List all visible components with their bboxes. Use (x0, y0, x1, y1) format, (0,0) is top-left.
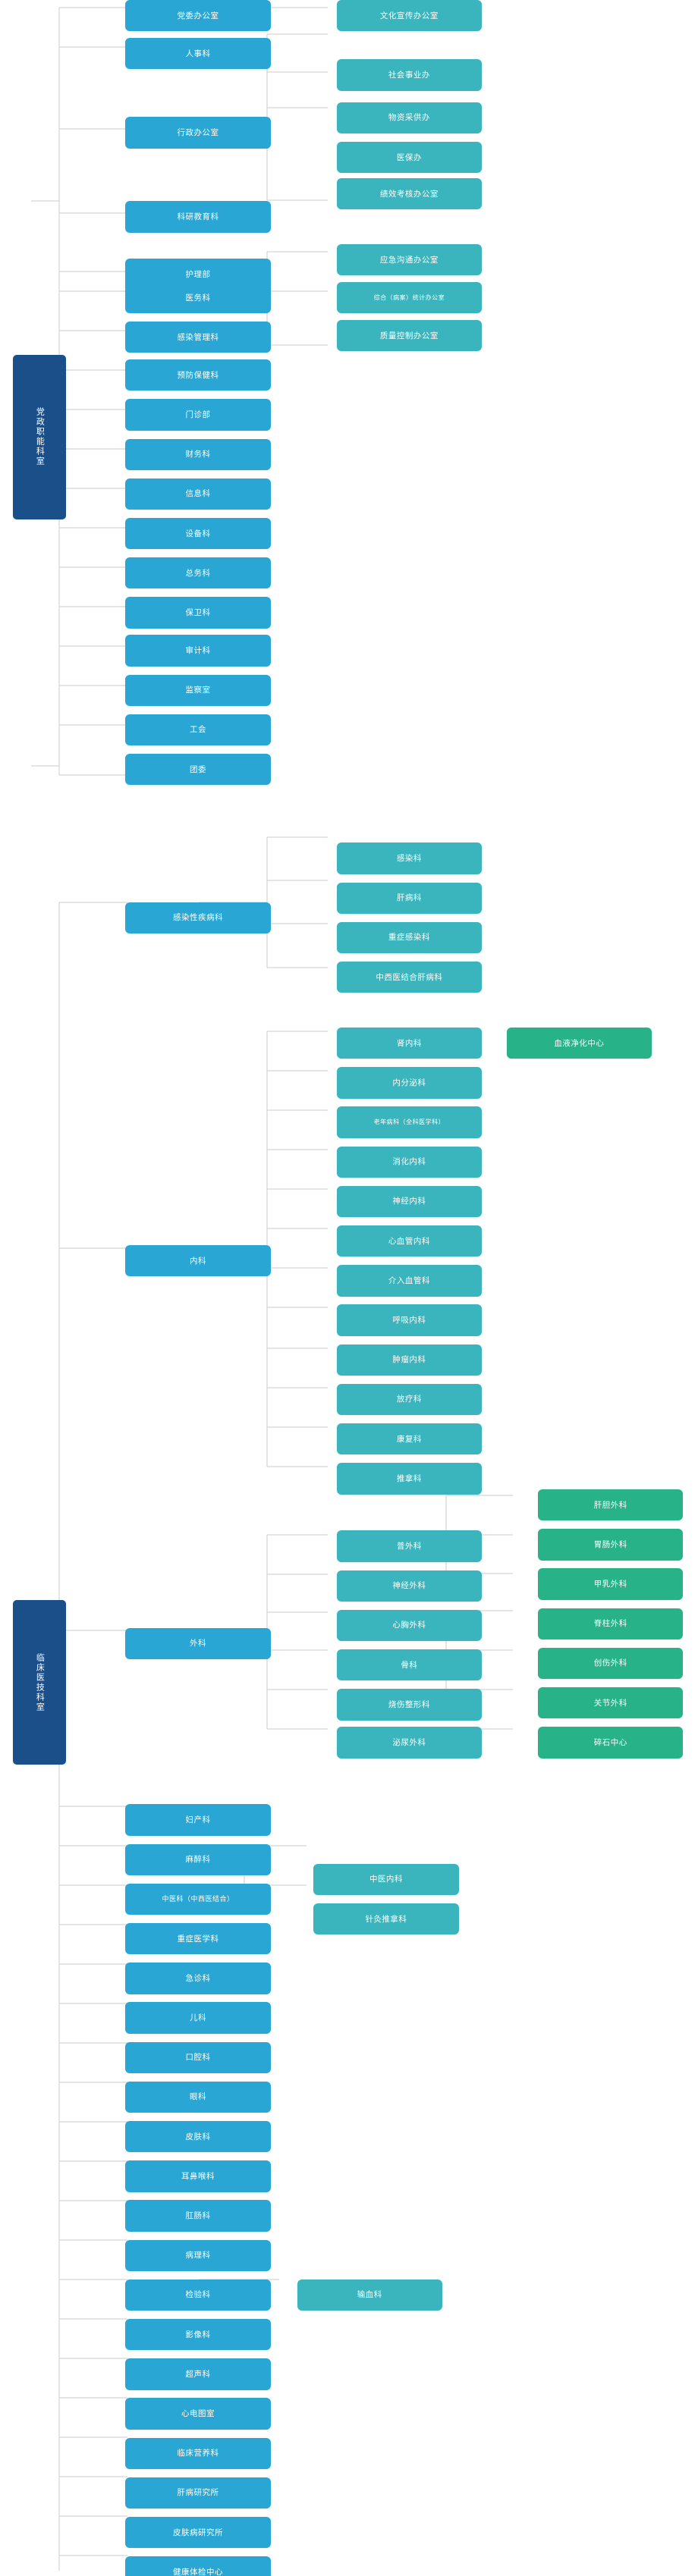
node-medical-insurance[interactable]: 医保办 (336, 142, 483, 174)
node-information[interactable]: 信息科 (125, 478, 271, 510)
node-hr[interactable]: 人事科 (125, 38, 271, 70)
node-emergency[interactable]: 急诊科 (125, 1963, 271, 1994)
node-respiratory[interactable]: 呼吸内科 (336, 1304, 483, 1336)
node-supervision[interactable]: 监察室 (125, 674, 271, 706)
node-gastrointestinal[interactable]: 胃肠外科 (538, 1529, 684, 1561)
root-party-admin[interactable]: 党委办公室 (125, 0, 271, 32)
node-neurology[interactable]: 神经内科 (336, 1185, 483, 1218)
node-pathology[interactable]: 病理科 (125, 2239, 271, 2271)
node-blood-purification[interactable]: 血液净化中心 (506, 1028, 652, 1059)
node-internal-medicine[interactable]: 内科 (125, 1245, 271, 1277)
node-liver-disease[interactable]: 肝病科 (336, 882, 483, 914)
node-dermatology[interactable]: 皮肤科 (125, 2121, 271, 2153)
node-imaging[interactable]: 影像科 (125, 2319, 271, 2351)
node-orthopedics[interactable]: 骨科 (336, 1649, 483, 1681)
node-obgyn[interactable]: 妇产科 (125, 1804, 271, 1836)
node-derm-institute[interactable]: 皮肤病研究所 (125, 2517, 271, 2549)
node-pediatrics[interactable]: 儿科 (125, 2002, 271, 2034)
node-ultrasound[interactable]: 超声科 (125, 2358, 271, 2390)
node-infection-mgmt[interactable]: 感染管理科 (125, 322, 271, 353)
root-node-1[interactable]: 党政职能科室 (13, 354, 66, 520)
node-tcm-liver[interactable]: 中西医结合肝病科 (336, 962, 483, 993)
node-youth-league[interactable]: 团委 (125, 753, 271, 786)
node-general-surgery[interactable]: 普外科 (336, 1530, 483, 1562)
node-liver-institute[interactable]: 肝病研究所 (125, 2477, 271, 2509)
node-equipment[interactable]: 设备科 (125, 517, 271, 550)
node-joint-surgery[interactable]: 关节外科 (538, 1687, 684, 1719)
node-admin-office[interactable]: 行政办公室 (125, 117, 271, 149)
node-hepatobiliary[interactable]: 肝胆外科 (538, 1489, 684, 1521)
node-lithotripsy[interactable]: 碎石中心 (538, 1727, 684, 1759)
node-quality-control[interactable]: 质量控制办公室 (336, 319, 483, 352)
node-anesthesiology[interactable]: 麻醉科 (125, 1843, 271, 1875)
node-ent[interactable]: 耳鼻喉科 (125, 2160, 271, 2192)
node-neurosurgery[interactable]: 神经外科 (336, 1570, 483, 1602)
node-union[interactable]: 工会 (125, 714, 271, 746)
node-urology[interactable]: 泌尿外科 (336, 1727, 483, 1759)
node-clinical-nutrition[interactable]: 临床营养科 (125, 2437, 271, 2469)
node-cardiology[interactable]: 心血管内科 (336, 1225, 483, 1257)
node-research-education[interactable]: 科研教育科 (125, 201, 271, 233)
node-interventional[interactable]: 介入血管科 (336, 1265, 483, 1297)
node-outpatient[interactable]: 门诊部 (125, 399, 271, 431)
node-critical-care[interactable]: 重症医学科 (125, 1923, 271, 1955)
node-procurement[interactable]: 物资采供办 (336, 102, 483, 134)
node-health-checkup[interactable]: 健康体检中心 (125, 2556, 271, 2576)
node-emergency-comm[interactable]: 应急沟通办公室 (336, 243, 483, 276)
node-finance[interactable]: 财务科 (125, 438, 271, 470)
node-infection-dept[interactable]: 感染科 (336, 842, 483, 874)
node-ecg-room[interactable]: 心电图室 (125, 2398, 271, 2430)
node-burn-plastic[interactable]: 烧伤整形科 (336, 1689, 483, 1721)
node-radiotherapy[interactable]: 放疗科 (336, 1383, 483, 1416)
node-prevention[interactable]: 预防保健科 (125, 359, 271, 391)
node-laboratory[interactable]: 检验科 (125, 2279, 271, 2311)
node-general-affairs[interactable]: 总务科 (125, 557, 271, 589)
node-statistics[interactable]: 综合（病案）统计办公室 (336, 281, 483, 314)
node-culture-office[interactable]: 文化宣传办公室 (336, 0, 483, 32)
root-node-2[interactable]: 临床医技科室 (13, 1599, 66, 1765)
node-nephrology[interactable]: 肾内科 (336, 1028, 483, 1059)
node-social-affairs[interactable]: 社会事业办 (336, 59, 483, 91)
node-endocrinology[interactable]: 内分泌科 (336, 1067, 483, 1099)
node-trauma-surgery[interactable]: 创伤外科 (538, 1647, 684, 1680)
node-proctology[interactable]: 肛肠科 (125, 2200, 271, 2232)
node-acupuncture[interactable]: 针灸推拿科 (313, 1903, 459, 1935)
node-gastroenterology[interactable]: 消化内科 (336, 1146, 483, 1178)
node-audit[interactable]: 审计科 (125, 635, 271, 667)
node-tuina[interactable]: 推拿科 (336, 1463, 483, 1495)
node-geriatrics[interactable]: 老年病科（全科医学科） (336, 1106, 483, 1138)
node-security[interactable]: 保卫科 (125, 597, 271, 629)
node-blood-transfusion[interactable]: 输血科 (297, 2279, 442, 2311)
node-stomatology[interactable]: 口腔科 (125, 2041, 271, 2073)
node-medical-affairs[interactable]: 医务科 (125, 281, 271, 314)
node-severe-infection[interactable]: 重症感染科 (336, 921, 483, 954)
node-breast-thyroid[interactable]: 甲乳外科 (538, 1568, 684, 1600)
node-spine-surgery[interactable]: 脊柱外科 (538, 1608, 684, 1639)
node-oncology[interactable]: 肿瘤内科 (336, 1344, 483, 1376)
node-infectious-diseases[interactable]: 感染性疾病科 (125, 902, 271, 934)
node-tcm-internal[interactable]: 中医内科 (313, 1863, 459, 1896)
node-rehabilitation[interactable]: 康复科 (336, 1423, 483, 1455)
node-ophthalmology[interactable]: 眼科 (125, 2081, 271, 2113)
node-tcm[interactable]: 中医科（中西医结合） (125, 1883, 271, 1916)
node-surgery[interactable]: 外科 (125, 1627, 271, 1660)
node-performance[interactable]: 绩效考核办公室 (336, 177, 483, 210)
node-cardiothoracic[interactable]: 心胸外科 (336, 1609, 483, 1642)
